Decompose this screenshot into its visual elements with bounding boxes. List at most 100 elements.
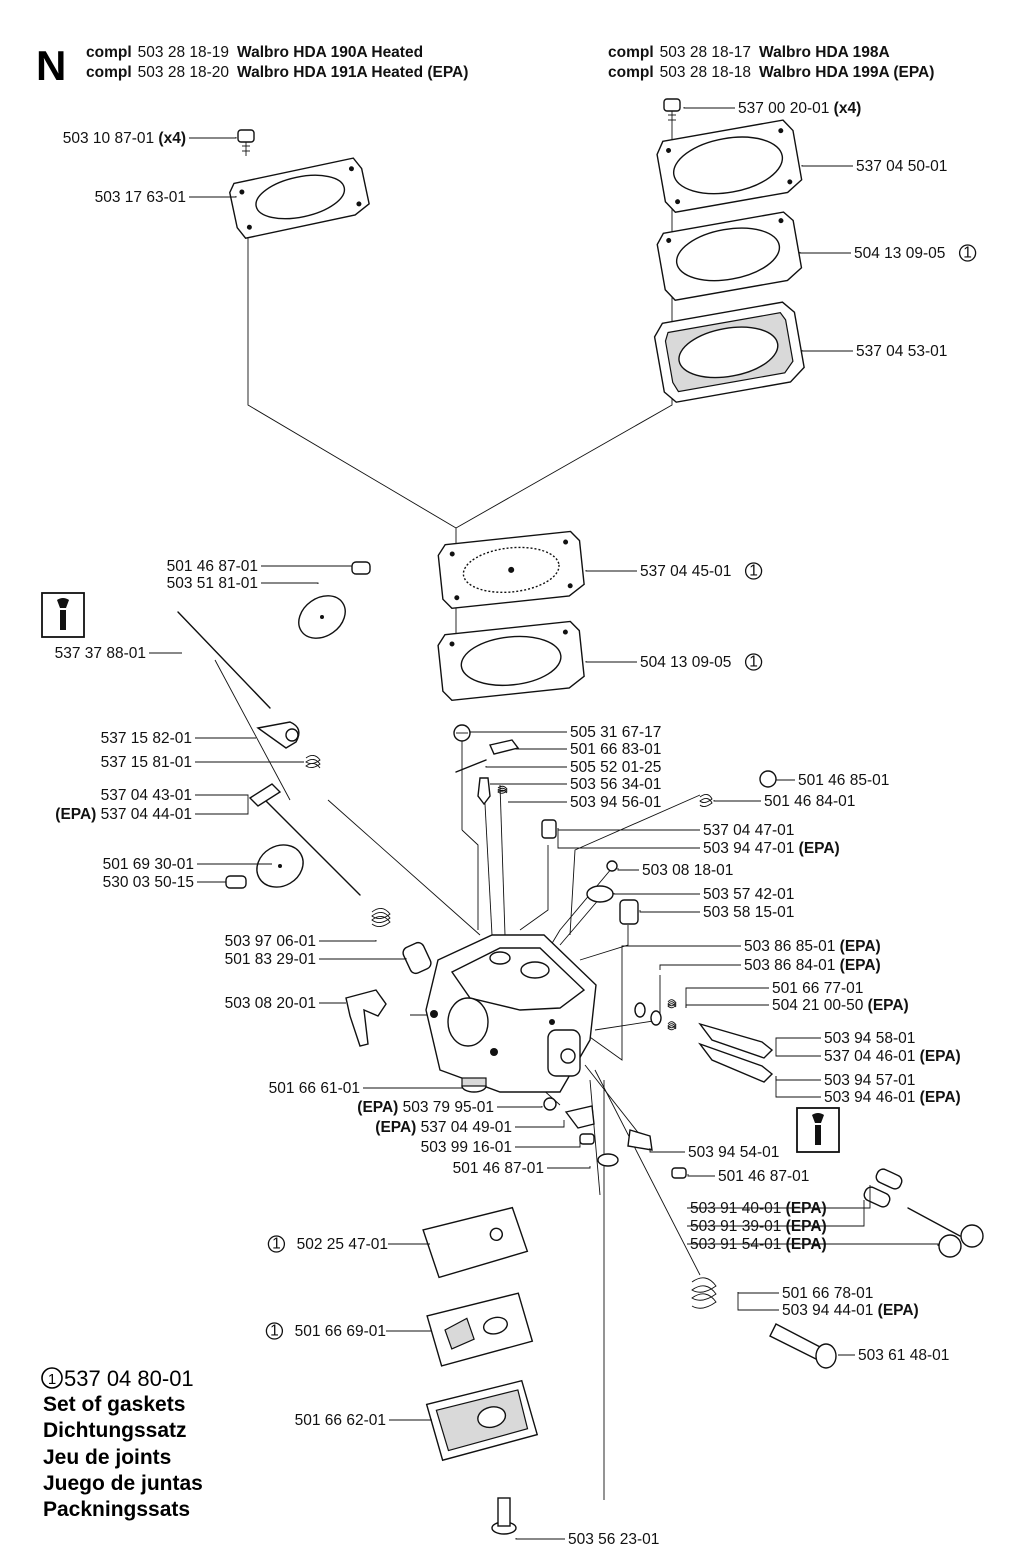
gasket-marker-circle (744, 653, 763, 671)
metering-diaphragm (437, 530, 585, 610)
part-number-text: (EPA) 537 04 44-01 (55, 806, 192, 823)
leader-line (775, 779, 795, 781)
part-number-text: 503 94 44-01 (EPA) (782, 1302, 919, 1319)
part-number: 503 17 63-01 (95, 189, 186, 206)
part-label-p-537044701: 537 04 47-01 (703, 822, 794, 839)
part-label-p-503970601: 503 97 06-01 (225, 933, 316, 950)
part-number-text: (EPA) 503 79 95-01 (357, 1099, 494, 1116)
part-suffix: (EPA) (873, 1302, 918, 1319)
part-label-p-537044301: 537 04 43-01 (101, 787, 192, 804)
part-number-text: 503 99 16-01 (421, 1139, 512, 1156)
part-number-text: 503 94 56-01 (570, 794, 661, 811)
part-number-text: 537 04 45-01 (640, 563, 731, 580)
part-label-p-537045301: 537 04 53-01 (856, 343, 947, 360)
part-number: 537 04 53-01 (856, 343, 947, 360)
screw-icon (453, 724, 471, 742)
part-number: 537 15 81-01 (101, 754, 192, 771)
part-label-p-501693001: 501 69 30-01 (103, 856, 194, 873)
part-number: 503 94 57-01 (824, 1072, 915, 1089)
part-number: 503 79 95-01 (403, 1099, 494, 1116)
fuel-inlet-fitting (345, 989, 387, 1047)
part-number: 537 00 20-01 (738, 100, 829, 117)
header-model: Walbro HDA 191A Heated (EPA) (237, 64, 468, 81)
check-ball (759, 770, 777, 788)
part-label-p-503913901: 503 91 39-01 (EPA) (690, 1218, 827, 1235)
part-number: 501 46 87-01 (453, 1160, 544, 1177)
part-label-p-537044401: (EPA) 537 04 44-01 (55, 806, 192, 823)
part-label-p-503799501: (EPA) 503 79 95-01 (357, 1099, 494, 1116)
part-number: 503 56 34-01 (570, 776, 661, 793)
part-number: 501 46 85-01 (798, 772, 889, 789)
leader-line (639, 910, 700, 913)
leader-line (687, 1174, 715, 1177)
part-label-p-501468501: 501 46 85-01 (798, 772, 889, 789)
leader-line (195, 796, 249, 815)
part-label-p-537045001: 537 04 50-01 (856, 158, 947, 175)
gasket-marker-digit: 1 (963, 245, 972, 262)
part-number-text: 537 15 82-01 (101, 730, 192, 747)
gasket-marker-digit: 1 (749, 654, 758, 671)
part-label-p-501666201: 501 66 62-01 (295, 1412, 386, 1429)
part-label-p-503945601: 503 94 56-01 (570, 794, 661, 811)
part-number: 501 46 87-01 (718, 1168, 809, 1185)
part-label-p-503944601: 503 94 46-01 (EPA) (824, 1089, 961, 1106)
leader-line (687, 1200, 865, 1227)
part-number-text: 503 56 23-01 (568, 1531, 659, 1548)
part-number: 501 83 29-01 (225, 951, 316, 968)
part-number: 503 91 40-01 (690, 1200, 781, 1217)
info-icon (796, 1107, 840, 1153)
part-label-p-537044901: (EPA) 537 04 49-01 (375, 1119, 512, 1136)
header-part: 503 28 18-20 (138, 64, 230, 81)
part-number: 537 04 47-01 (703, 822, 794, 839)
part-number: 504 21 00-50 (772, 997, 864, 1014)
part-number: 503 61 48-01 (858, 1347, 949, 1364)
part-suffix: (x4) (154, 130, 186, 147)
part-number: 503 97 06-01 (225, 933, 316, 950)
part-number-text: 503 56 34-01 (570, 776, 661, 793)
part-suffix: (EPA) (794, 840, 839, 857)
part-number: 501 66 77-01 (772, 980, 863, 997)
inlet-needle-lever (489, 739, 520, 755)
part-number: 503 57 42-01 (703, 886, 794, 903)
info-icon (41, 592, 85, 638)
gasket-marker-digit: 1 (272, 1236, 281, 1253)
adjustment-tool (907, 1207, 984, 1258)
part-number: 537 04 46-01 (824, 1048, 915, 1065)
gasket-marker-circle (267, 1235, 286, 1253)
part-label-p-503945801: 503 94 58-01 (824, 1030, 915, 1047)
low-speed-needle (698, 1042, 774, 1083)
legend-line: Packningssats (43, 1498, 190, 1521)
gasket-marker-circle (41, 1367, 63, 1389)
leader-line (515, 1120, 565, 1128)
leader-line (621, 945, 741, 985)
spring-icon (305, 755, 321, 769)
throttle-lever (256, 721, 300, 749)
part-number: 503 86 85-01 (744, 938, 835, 955)
part-suffix: (x4) (829, 100, 861, 117)
leader-line (687, 1185, 871, 1209)
part-number-text: 504 13 09-05 (854, 245, 945, 262)
header-prefix: compl (608, 64, 654, 81)
part-number: 505 31 67-17 (570, 724, 661, 741)
part-number-text: 501 66 77-01 (772, 980, 863, 997)
part-number-text: 503 94 46-01 (EPA) (824, 1089, 961, 1106)
part-number-text: 537 04 50-01 (856, 158, 947, 175)
limiter-cap (863, 1168, 903, 1208)
part-label-p-537158101: 537 15 81-01 (101, 754, 192, 771)
part-number-text: 503 61 48-01 (858, 1347, 949, 1364)
header-part: 503 28 18-19 (138, 44, 229, 61)
part-label-p-503581501: 503 58 15-01 (703, 904, 794, 921)
part-number-text: 501 66 61-01 (269, 1080, 360, 1097)
lever-pin (455, 759, 487, 773)
part-label-p-503944401: 503 94 44-01 (EPA) (782, 1302, 919, 1319)
leader-line (515, 1140, 581, 1148)
part-number-text: 503 97 06-01 (225, 933, 316, 950)
metering-gasket (437, 620, 585, 702)
part-label-p-501667801: 501 66 78-01 (782, 1285, 873, 1302)
part-number-text: 503 58 15-01 (703, 904, 794, 921)
throttle-valve-disc (298, 595, 346, 639)
part-number: 537 04 44-01 (101, 806, 192, 823)
